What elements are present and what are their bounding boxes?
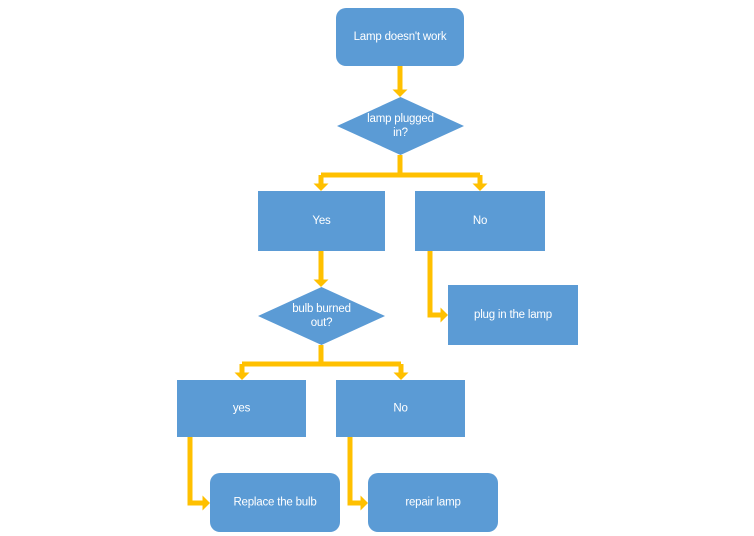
connector-line [427, 251, 441, 318]
connector-line [347, 437, 361, 506]
connector-arrowhead [360, 495, 368, 511]
node-shape-rect[interactable] [336, 380, 465, 437]
node-shape-diamond[interactable] [258, 287, 385, 345]
connector-arrowhead [392, 89, 408, 97]
node-label: Yes [312, 215, 331, 227]
node-repair-lamp[interactable]: repair lamp [368, 473, 498, 532]
connector-plugged-yes-to-decision-bulb [313, 251, 329, 287]
connector-arrowhead [472, 183, 488, 191]
node-shape-rounded-rect[interactable] [210, 473, 340, 532]
connector-line [187, 437, 203, 506]
node-bulb-yes[interactable]: yes [177, 380, 306, 437]
connector-bulb-yes-to-replace-bulb [187, 437, 210, 511]
node-shape-rounded-rect[interactable] [368, 473, 498, 532]
connector-start-to-decision-plugged [392, 66, 408, 97]
connector-layer [187, 66, 488, 511]
connector-arrowhead [234, 372, 250, 380]
connector-split-1-to-no [472, 175, 488, 191]
node-shape-rect[interactable] [177, 380, 306, 437]
node-label: lamp plugged [367, 113, 434, 125]
connector-arrowhead [393, 372, 409, 380]
node-plug-in-lamp[interactable]: plug in the lamp [448, 285, 578, 345]
node-label: in? [393, 127, 408, 139]
connector-arrowhead [202, 495, 210, 511]
node-label: bulb burned [292, 303, 351, 315]
connector-bulb-no-to-repair-lamp [347, 437, 368, 511]
node-label: No [393, 403, 407, 415]
node-label: Lamp doesn't work [354, 31, 447, 43]
connector-arrowhead [313, 279, 329, 287]
connector-arrowhead [313, 183, 329, 191]
node-label: repair lamp [405, 497, 460, 509]
node-shape-rect[interactable] [448, 285, 578, 345]
node-decision-plugged[interactable]: lamp plugged in? [337, 97, 464, 155]
node-shape-rect[interactable] [258, 191, 385, 251]
node-plugged-no[interactable]: No [415, 191, 545, 251]
node-shape-rounded-rect[interactable] [336, 8, 464, 66]
node-label: Replace the bulb [233, 497, 316, 509]
node-plugged-yes[interactable]: Yes [258, 191, 385, 251]
node-label: No [473, 215, 487, 227]
connector-split-2-to-bulb-no [393, 364, 409, 380]
node-shape-rect[interactable] [415, 191, 545, 251]
connector-arrowhead [440, 307, 448, 323]
node-decision-bulb[interactable]: bulb burned out? [258, 287, 385, 345]
node-replace-bulb[interactable]: Replace the bulb [210, 473, 340, 532]
connector-split-1-to-yes [313, 175, 329, 191]
node-label: out? [311, 317, 333, 329]
connector-split-2-to-bulb-yes [234, 364, 250, 380]
node-label: yes [233, 403, 251, 415]
node-label: plug in the lamp [474, 309, 552, 321]
connector-plugged-no-to-plug-in-lamp [427, 251, 448, 323]
node-bulb-no[interactable]: No [336, 380, 465, 437]
node-shape-diamond[interactable] [337, 97, 464, 155]
node-start[interactable]: Lamp doesn't work [336, 8, 464, 66]
